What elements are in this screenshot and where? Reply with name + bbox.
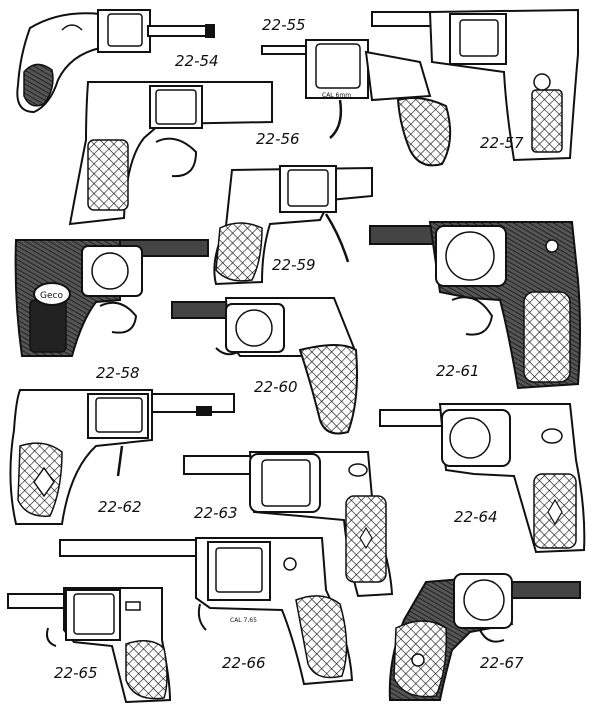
label-22-55: 22-55 xyxy=(262,16,306,34)
revolver-22-60 xyxy=(171,297,358,435)
label-22-66: 22-66 xyxy=(222,654,266,672)
revolver-22-55: CAL 6mm xyxy=(261,39,452,167)
label-22-65: 22-65 xyxy=(54,664,98,682)
label-22-61: 22-61 xyxy=(436,362,480,380)
revolver-22-64 xyxy=(379,403,586,554)
label-22-54: 22-54 xyxy=(175,52,219,70)
revolver-22-65 xyxy=(7,587,172,704)
label-22-67: 22-67 xyxy=(480,654,524,672)
revolver-22-54 xyxy=(16,9,215,114)
revolver-22-66: CAL 7,65 xyxy=(59,537,354,686)
marking-22-66: CAL 7,65 xyxy=(230,617,257,624)
revolver-22-67 xyxy=(388,573,581,701)
label-22-57: 22-57 xyxy=(480,134,524,152)
label-22-60: 22-60 xyxy=(254,378,298,396)
revolver-22-59 xyxy=(213,165,373,286)
revolver-22-62 xyxy=(9,389,235,525)
label-22-63: 22-63 xyxy=(194,504,238,522)
revolver-22-58: Geco xyxy=(14,239,209,357)
label-22-59: 22-59 xyxy=(272,256,316,274)
marking-22-58: Geco xyxy=(40,291,63,301)
revolver-22-57 xyxy=(371,8,579,162)
label-22-58: 22-58 xyxy=(96,364,140,382)
marking-22-55: CAL 6mm xyxy=(322,92,351,99)
revolver-22-63 xyxy=(183,451,394,598)
revolver-22-56 xyxy=(68,81,273,226)
label-22-64: 22-64 xyxy=(454,508,498,526)
revolver-22-61 xyxy=(369,221,581,390)
label-22-62: 22-62 xyxy=(98,498,142,516)
label-22-56: 22-56 xyxy=(256,130,300,148)
